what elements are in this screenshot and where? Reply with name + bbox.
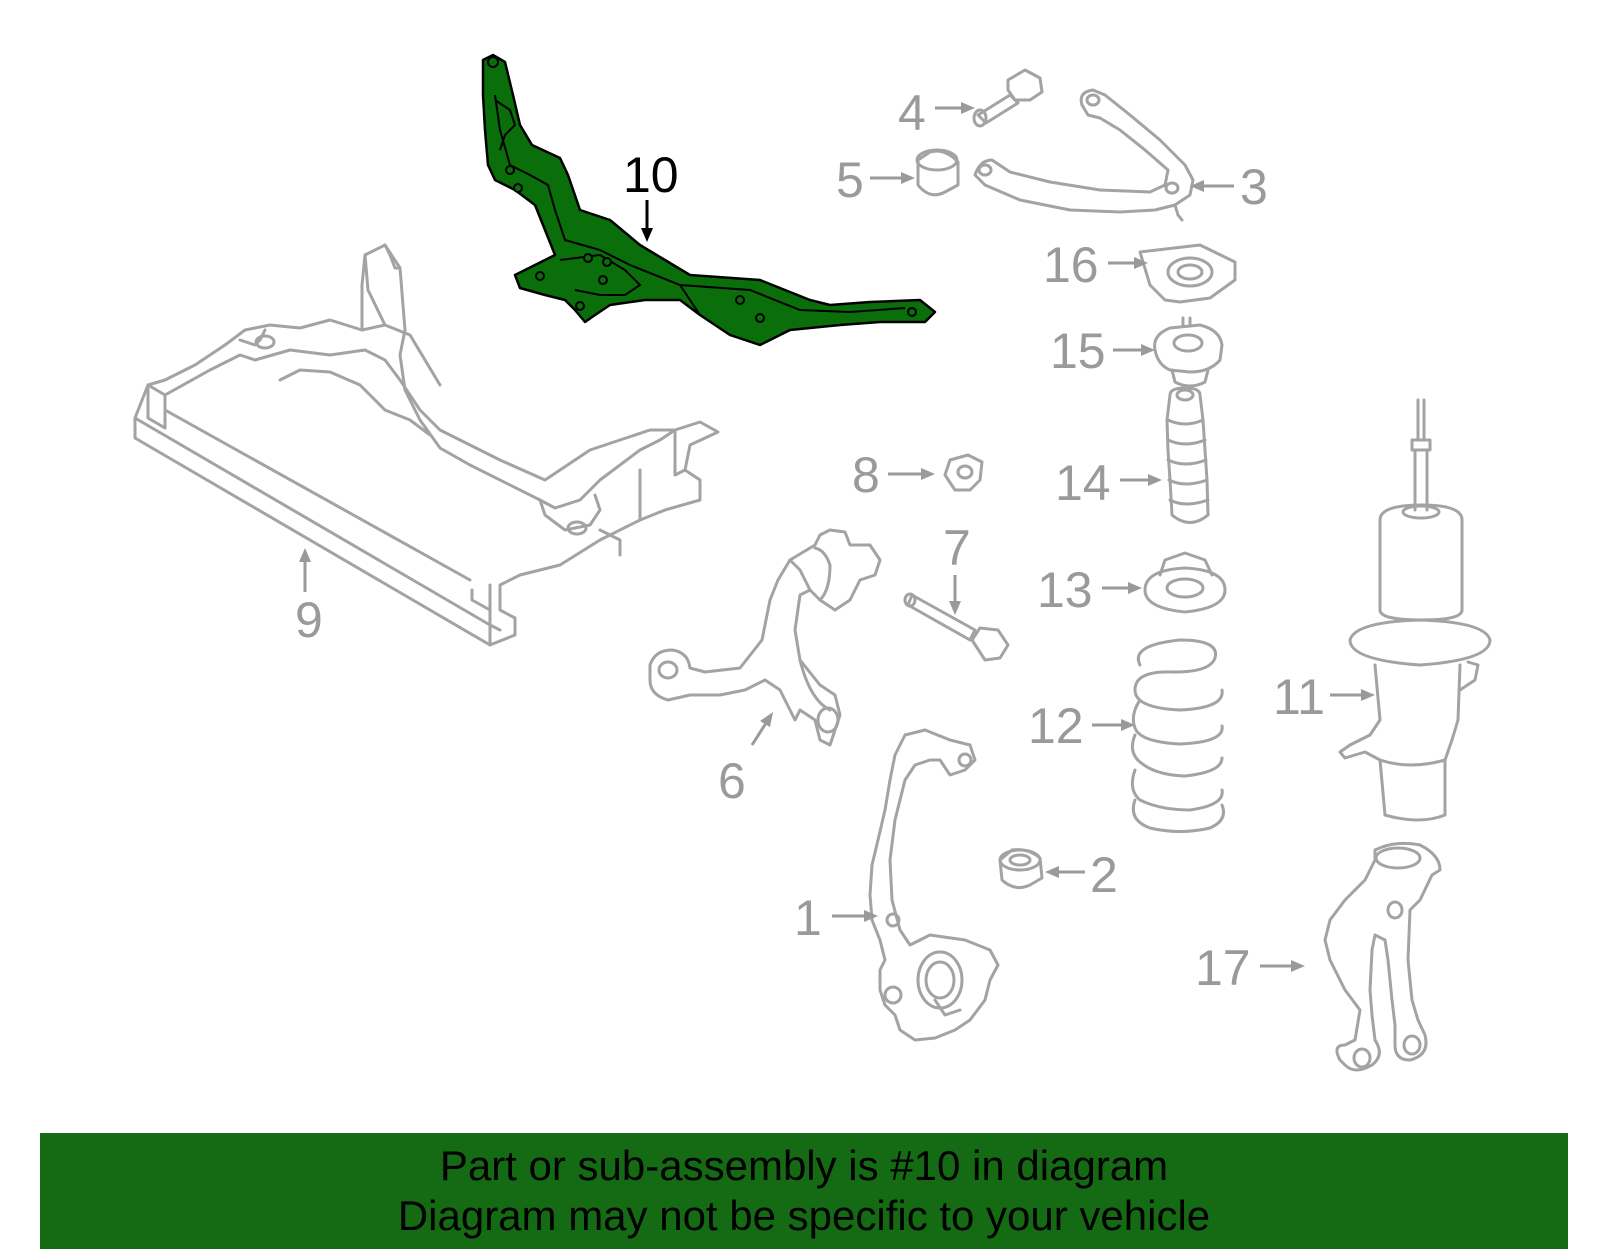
part-5-bushing[interactable] — [915, 148, 960, 197]
callout-5: 5 — [836, 152, 864, 208]
part-8-nut[interactable] — [943, 453, 984, 492]
callout-10: 10 — [623, 147, 679, 203]
info-banner: Part or sub-assembly is #10 in diagram D… — [40, 1133, 1568, 1249]
callout-4: 4 — [898, 85, 926, 141]
callout-14: 14 — [1055, 455, 1111, 511]
callout-13: 13 — [1037, 562, 1093, 618]
part-12-coil-spring[interactable] — [1130, 638, 1225, 833]
callout-9: 9 — [295, 592, 323, 648]
part-1-knuckle[interactable] — [868, 728, 1000, 1042]
callout-17: 17 — [1195, 940, 1251, 996]
callout-3: 3 — [1240, 159, 1268, 215]
callout-16: 16 — [1043, 237, 1099, 293]
part-4-bolt[interactable] — [972, 68, 1044, 128]
part-15-strut-mount[interactable] — [1153, 316, 1224, 388]
callout-11: 11 — [1273, 669, 1325, 725]
callout-1: 1 — [794, 890, 822, 946]
leader-arrows — [299, 102, 1375, 972]
part-16-mount-plate[interactable] — [1138, 243, 1237, 304]
banner-line-2: Diagram may not be specific to your vehi… — [397, 1192, 1211, 1239]
callout-2: 2 — [1090, 847, 1118, 903]
callouts: 1 2 3 4 5 6 7 8 9 10 11 12 13 14 15 16 1… — [295, 85, 1325, 996]
part-17-arm[interactable] — [1323, 841, 1442, 1072]
callout-15: 15 — [1050, 323, 1106, 379]
part-2-bushing[interactable] — [998, 848, 1044, 890]
part-6-lower-arm[interactable] — [648, 528, 882, 747]
callout-8: 8 — [852, 447, 880, 503]
callout-6: 6 — [718, 753, 746, 809]
part-3-upper-arm[interactable] — [973, 88, 1195, 222]
part-9-subframe[interactable] — [133, 243, 720, 647]
part-11-strut[interactable] — [1338, 398, 1492, 822]
callout-7: 7 — [943, 520, 971, 576]
part-10-crossmember[interactable] — [481, 53, 937, 347]
part-7-bolt[interactable] — [903, 592, 1010, 662]
part-13-spring-seat[interactable] — [1143, 551, 1227, 614]
callout-12: 12 — [1028, 698, 1084, 754]
banner-line-1: Part or sub-assembly is #10 in diagram — [439, 1142, 1169, 1189]
part-14-boot[interactable] — [1165, 386, 1210, 524]
